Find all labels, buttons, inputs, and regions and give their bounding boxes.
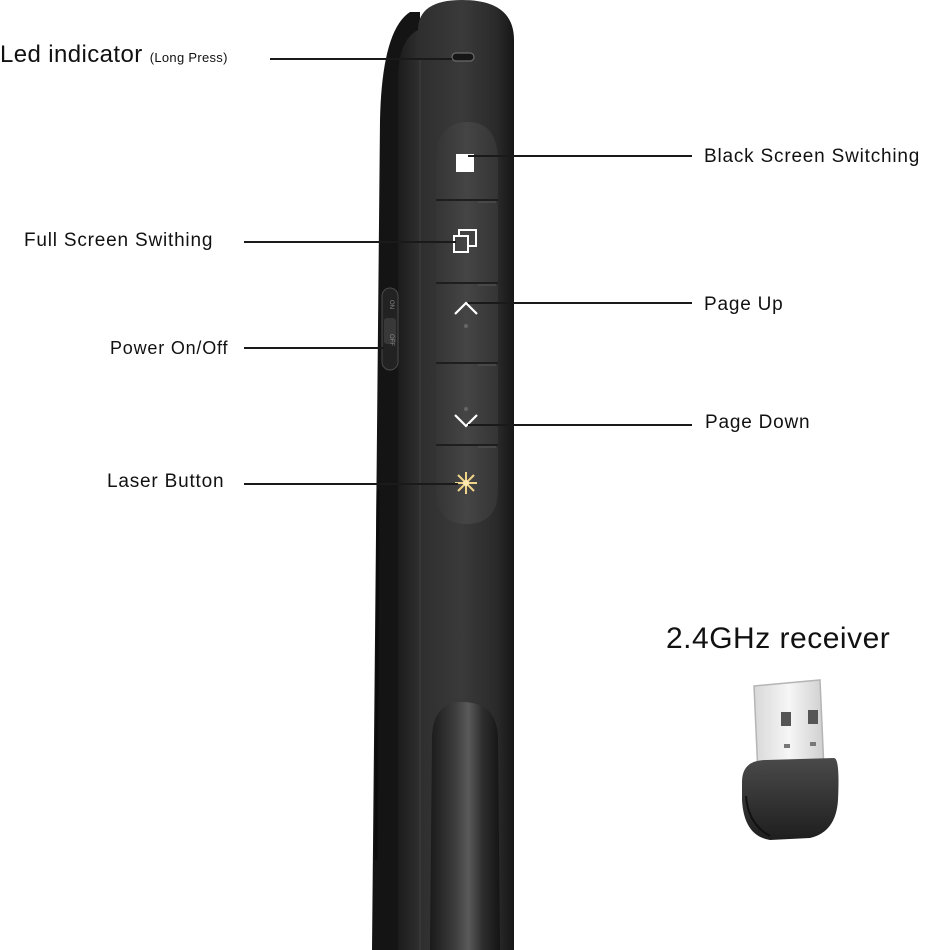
- black-screen-icon: [456, 154, 474, 172]
- switch-on-label: ON: [388, 300, 394, 309]
- black-screen-leader: [468, 155, 692, 157]
- usb-receiver-icon: [742, 679, 839, 840]
- laser-leader: [244, 483, 458, 485]
- black-screen-callout: Black Screen Switching: [704, 146, 921, 167]
- led-indicator-leader: [270, 58, 452, 60]
- button-panel: [436, 122, 498, 524]
- chevron-up-icon: [454, 301, 478, 315]
- receiver-slot: [430, 702, 500, 950]
- led-indicator-callout: Led indicator (Long Press): [0, 41, 228, 72]
- laser-callout: Laser Button: [107, 471, 225, 492]
- full-screen-callout: Full Screen Swithing: [24, 230, 214, 251]
- power-callout: Power On/Off: [110, 338, 229, 358]
- page-down-leader: [468, 424, 692, 426]
- led-indicator-label: Led indicator: [0, 41, 143, 68]
- full-screen-leader: [244, 241, 456, 243]
- led-indicator-icon: [451, 52, 475, 62]
- power-switch: [381, 287, 399, 371]
- switch-off-label: OFF: [388, 334, 394, 346]
- receiver-title: 2.4GHz receiver: [666, 622, 891, 655]
- full-screen-icon: [453, 229, 477, 253]
- page-down-callout: Page Down: [705, 412, 811, 433]
- page-up-leader: [468, 302, 692, 304]
- laser-icon: [455, 472, 477, 494]
- power-leader: [244, 347, 384, 349]
- led-indicator-note: (Long Press): [149, 50, 228, 65]
- page-up-callout: Page Up: [704, 294, 784, 315]
- chevron-down-icon: [454, 414, 478, 428]
